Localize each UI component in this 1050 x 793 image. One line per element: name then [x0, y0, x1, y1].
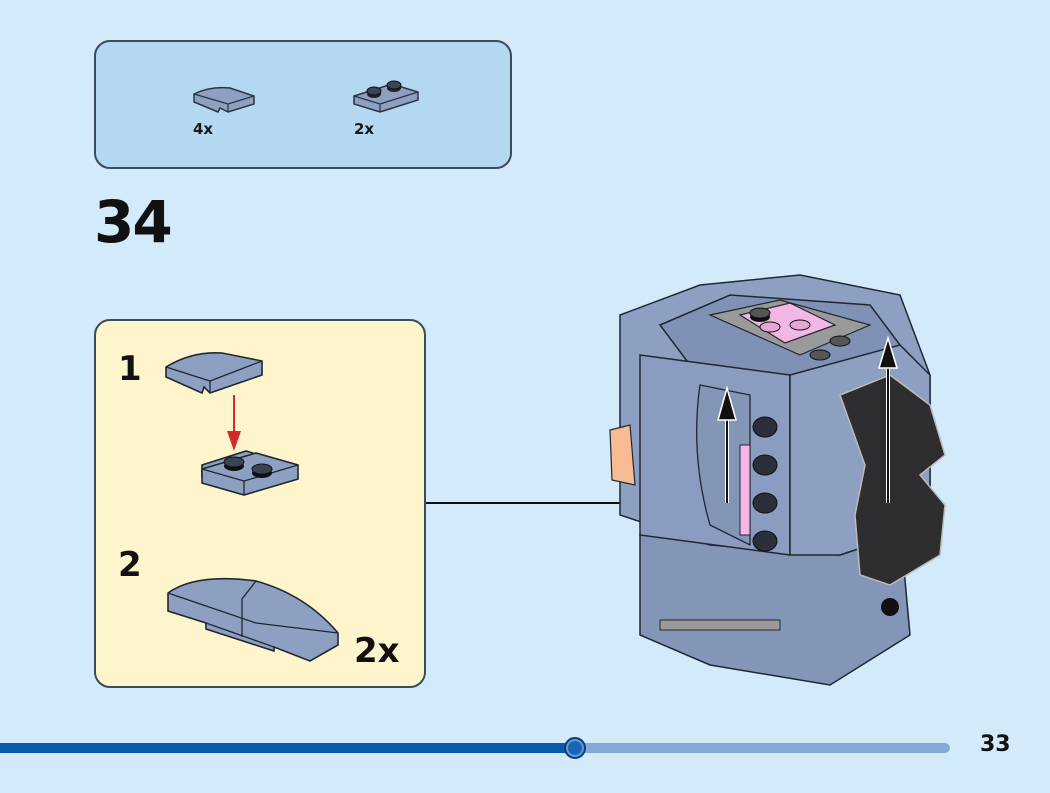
part-quantity: 2x: [354, 120, 375, 138]
progress-knob[interactable]: [563, 737, 586, 759]
arrow-up-icon: [717, 385, 737, 421]
model-illustration: [609, 274, 946, 686]
long-curved-slope-illustration: [167, 577, 339, 662]
parts-list-box: 4x 2x: [94, 40, 512, 169]
sub-step-quantity: 2x: [354, 631, 400, 671]
part-quantity: 4x: [193, 120, 214, 138]
arrow-down-icon: [227, 431, 241, 451]
sub-assembly-box: 1 2 2x: [94, 319, 426, 688]
sub-step-number: 1: [118, 349, 142, 389]
page-progress-bar[interactable]: [0, 737, 950, 759]
step-number: 34: [94, 188, 173, 256]
progress-fill: [0, 743, 575, 753]
arrow-up-icon: [877, 335, 899, 369]
plate-1x2-brick-icon: [353, 80, 419, 113]
sub-step-number: 2: [118, 545, 142, 585]
parts-list-item-curved-slope: 4x: [190, 82, 260, 138]
curved-slope-brick-icon: [193, 86, 255, 113]
page-number: 33: [980, 732, 1011, 757]
plate-1x2-illustration: [201, 452, 299, 496]
parts-list-item-plate: 2x: [350, 74, 422, 138]
